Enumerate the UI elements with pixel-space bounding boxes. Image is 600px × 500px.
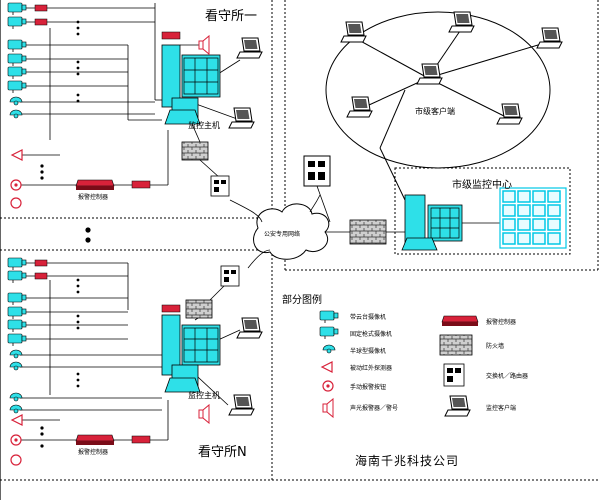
site-n-host-label: 监控主机 [188,390,220,400]
dome-camera-icon [9,96,23,106]
alarm-button-icon [10,179,22,191]
legend-label: 带云台摄像机 [350,313,386,321]
fixed-camera-icon [7,53,27,67]
site-one-host-label: 监控主机 [188,120,220,130]
legend-title: 部分图例 [282,293,322,306]
legend-label: 声光报警器／警号 [350,404,398,412]
dome-camera-icon [9,404,23,414]
ptz-camera-icon [7,257,27,271]
site-n-alarm-controller-label: 报警控制器 [78,448,108,456]
text-labels: 看守所一 看守所N 监控主机 监控主机 报警控制器 报警控制器 公安专用网络 市… [78,8,528,468]
laptop-icon [536,27,563,49]
sensor-icon [320,361,333,373]
switch-icon [220,265,240,287]
ptz-camera-icon [7,16,27,30]
laptop-icon [444,395,471,417]
switch-icon [303,155,331,187]
firewall-icon [439,334,473,356]
video-wall [499,187,567,249]
site-one-alarm-controller-label: 报警控制器 [78,193,108,201]
laptop-icon [340,21,367,43]
fixed-camera-icon [7,80,27,94]
ptz-camera-icon [319,310,339,324]
site-one-title: 看守所一 [205,8,257,24]
monitoring-host-icon [161,314,221,393]
fixed-camera-icon [7,333,27,347]
dome-camera-icon [9,361,23,371]
alarm-controller-icon [75,179,115,190]
speaker-icon [198,34,210,56]
firewall-icon [185,299,213,319]
speaker-icon [322,397,334,419]
dome-camera-icon [9,109,23,119]
monitoring-host-icon [401,194,463,251]
fixed-camera-icon [7,306,27,320]
legend [319,310,479,419]
legend-label: 防火墙 [486,342,504,350]
sensor-icon [10,414,23,426]
city-center [303,155,567,251]
dome-camera-icon [322,344,336,354]
firewall-icon [181,141,209,161]
legend-label: 报警控制器 [486,318,516,326]
ptz-camera-icon [7,2,27,16]
public-network-label: 公安专用网络 [264,230,300,238]
dome-camera-icon [9,392,23,402]
sensor-icon [10,149,23,161]
switch-icon [443,363,465,387]
speaker-icon [198,403,210,425]
legend-label: 半球型摄像机 [350,347,386,355]
laptop-icon [346,96,373,118]
monitoring-host-icon [161,44,221,125]
legend-label: 固定枪式摄像机 [350,330,392,338]
fixed-camera-icon [319,326,339,340]
laptop-icon [228,107,255,129]
site-n-devices [7,257,263,466]
fixed-camera-icon [7,39,27,53]
company-name: 海南千兆科技公司 [355,453,459,468]
laptop-icon [448,11,475,33]
city-client-network [325,11,563,201]
laptop-icon [236,317,263,339]
legend-label: 被动红外探测器 [350,364,392,372]
site-n-title: 看守所N [198,444,247,460]
laptop-icon [236,37,263,59]
ellipsis-dot [85,227,91,233]
city-center-label: 市级监控中心 [452,178,512,191]
ptz-camera-icon [7,270,27,284]
legend-label: 交换机／路由器 [486,372,528,380]
firewall-icon [349,219,387,245]
fixed-camera-icon [7,319,27,333]
ellipsis-dot [85,237,91,243]
legend-label: 监控客户端 [486,404,516,412]
legend-label: 手动报警按钮 [350,383,386,391]
fixed-camera-icon [7,292,27,306]
fixed-camera-icon [7,66,27,80]
switch-icon [210,175,230,197]
city-client-label: 市级客户端 [415,106,455,116]
dome-camera-icon [9,349,23,359]
site-one-devices [7,2,263,243]
laptop-icon [228,394,255,416]
alarm-controller-icon [75,434,115,445]
public-network [229,194,350,269]
alarm-controller-icon [441,315,479,326]
